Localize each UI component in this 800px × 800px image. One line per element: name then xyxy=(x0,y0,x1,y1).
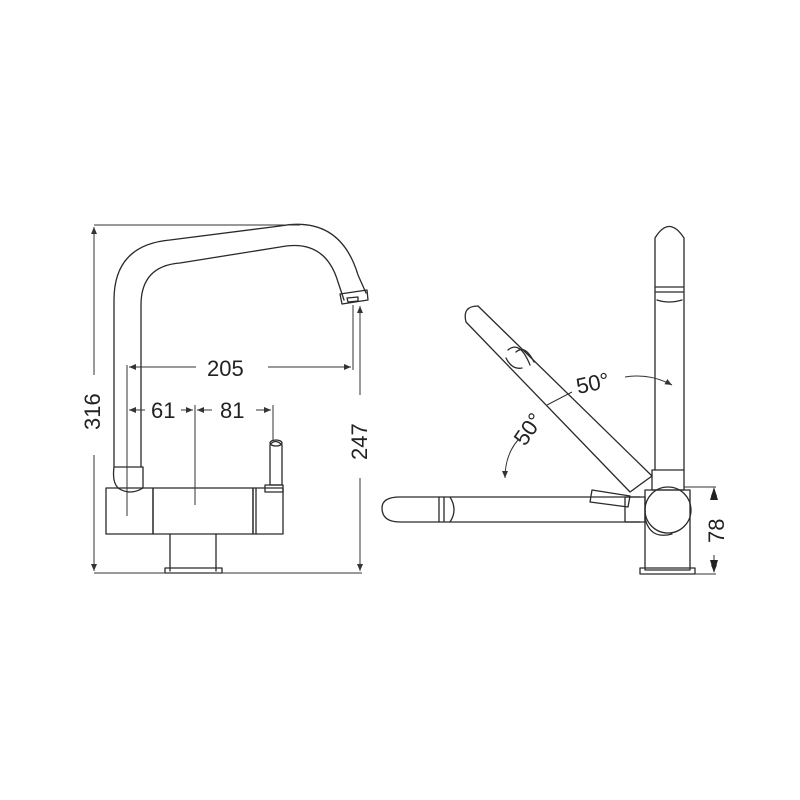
body-neck xyxy=(169,533,217,572)
side-body xyxy=(644,489,691,571)
body-left xyxy=(105,487,154,535)
cartridge-circle xyxy=(644,486,692,534)
side-view: 50° 50° 78 xyxy=(381,225,729,575)
angle-arc-upper xyxy=(624,375,673,386)
spout-diagonal xyxy=(464,305,653,493)
dim-center-to-handle: 81 xyxy=(220,398,244,423)
dim-spout-reach: 205 xyxy=(207,356,244,381)
aerator-diagonal xyxy=(505,346,535,369)
dim-spout-to-center: 61 xyxy=(151,398,175,423)
dim-total-height: 316 xyxy=(80,393,105,430)
side-base-plate xyxy=(639,567,696,575)
dim-body-height: 78 xyxy=(704,519,729,543)
base-plate xyxy=(164,567,223,574)
dim-swivel-upper: 50° xyxy=(574,368,612,399)
front-view: 316 247 205 61 81 xyxy=(80,223,372,574)
side-handle xyxy=(589,489,631,508)
dim-outlet-height: 247 xyxy=(347,423,372,460)
aerator-vertical xyxy=(655,286,684,303)
angle-arc-lower xyxy=(502,439,519,479)
spout-outer xyxy=(113,223,367,468)
body-center xyxy=(152,487,254,535)
spout-vertical xyxy=(654,225,685,471)
spout-inner xyxy=(140,244,345,468)
body-right-cartridge xyxy=(252,487,284,535)
handle-lever xyxy=(269,440,283,486)
spout-aerator xyxy=(339,289,369,305)
aerator-horizontal xyxy=(438,496,455,523)
spout-horizontal xyxy=(381,496,641,523)
